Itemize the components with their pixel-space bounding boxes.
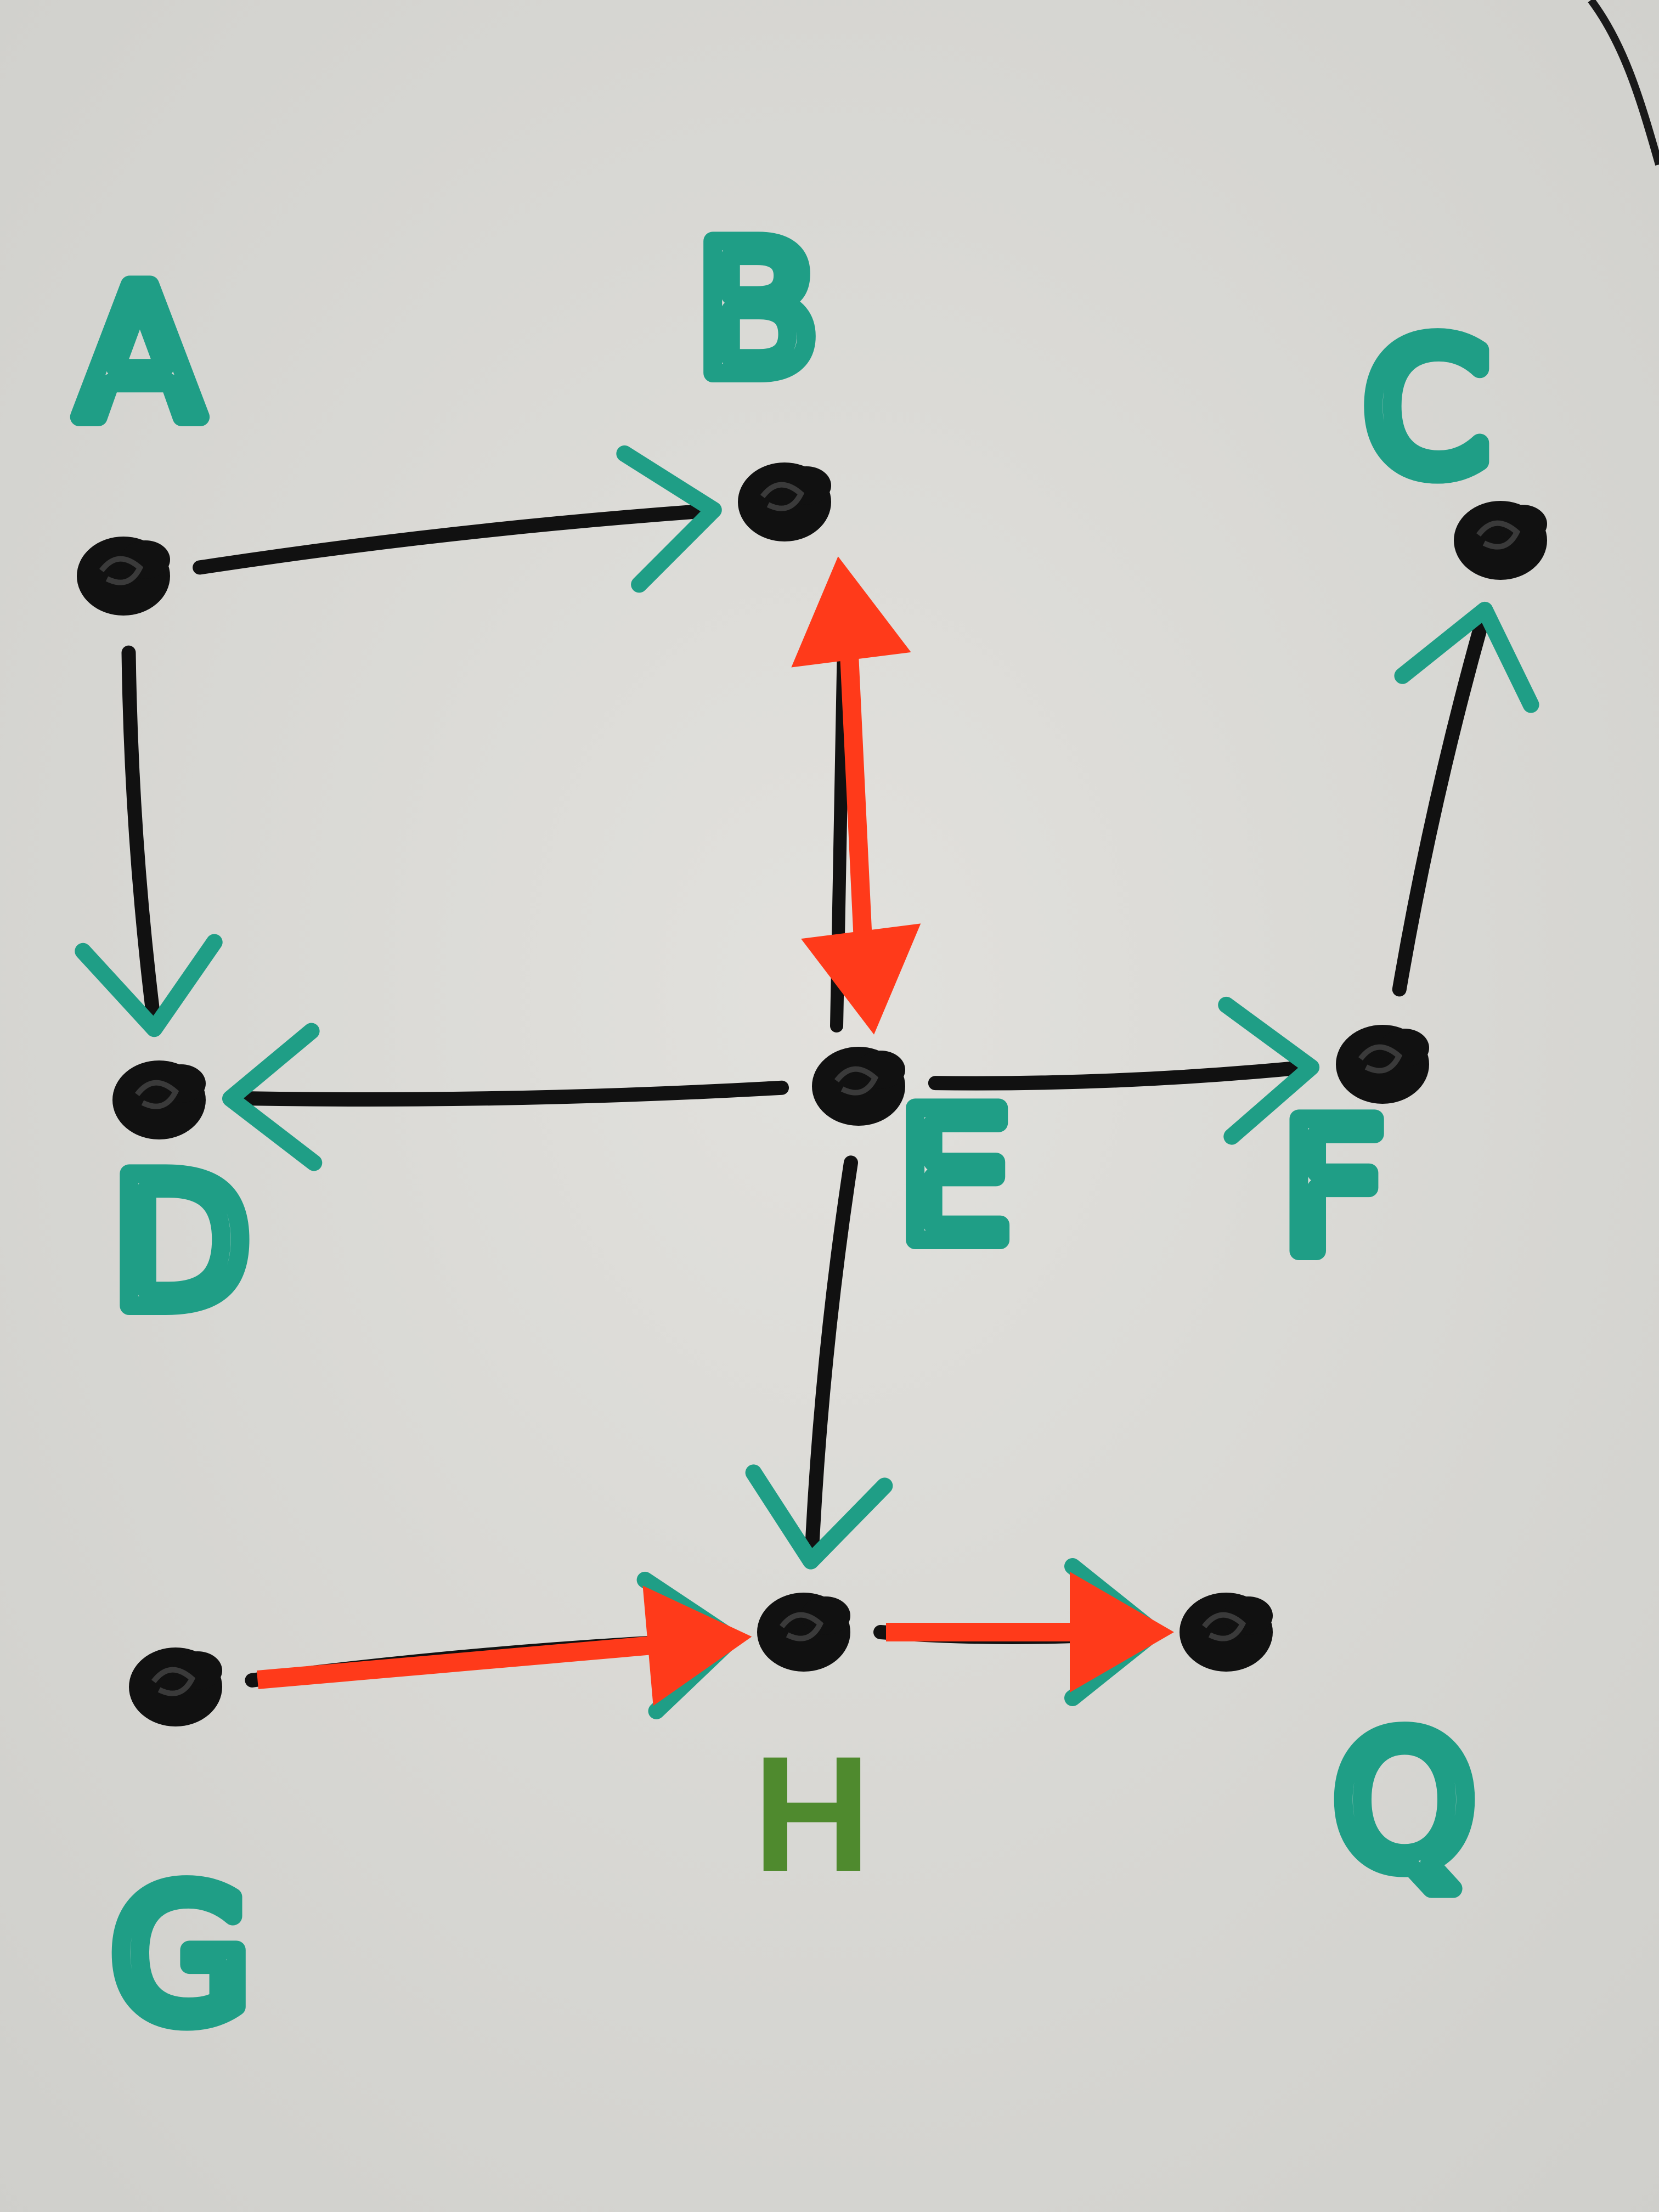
node-label-H: H xyxy=(753,1722,872,1906)
highlight-head-B xyxy=(791,556,911,668)
node-label-G: G xyxy=(111,1851,251,2062)
arrowhead-F-C xyxy=(1394,601,1539,713)
node-A xyxy=(77,537,170,616)
node-B xyxy=(738,462,831,541)
node-label-F: F xyxy=(1281,1083,1385,1294)
edge-E-F xyxy=(928,1060,1308,1091)
arrowhead-E-D xyxy=(222,1023,323,1171)
node-E xyxy=(812,1047,905,1126)
highlight-line-B-E xyxy=(839,639,873,952)
highlight-head-E xyxy=(801,923,921,1035)
edge-A-B xyxy=(193,504,710,575)
node-label-Q: Q xyxy=(1333,1697,1476,1908)
board-edge-stroke xyxy=(1588,0,1659,166)
highlight-layer xyxy=(256,556,1174,1706)
node-Q xyxy=(1180,1593,1273,1672)
node-label-E: E xyxy=(898,1072,1012,1283)
labels-layer: A B C D E F G H Q xyxy=(69,196,1499,2071)
node-label-A: A xyxy=(78,249,202,460)
arrowhead-A-B xyxy=(616,445,722,593)
highlight-head-Q xyxy=(1070,1572,1174,1692)
arrowhead-E-F xyxy=(1218,996,1320,1145)
arrowhead-A-D xyxy=(75,934,223,1037)
edge-E-H xyxy=(805,1155,858,1558)
edge-F-C xyxy=(1392,613,1490,997)
node-F xyxy=(1336,1025,1429,1104)
node-G xyxy=(129,1647,222,1726)
highlight-head-H xyxy=(642,1585,752,1706)
nodes-layer xyxy=(77,462,1547,1726)
arrowhead-E-H xyxy=(745,1464,893,1570)
highlight-line-G-H xyxy=(256,1634,670,1689)
node-label-B: B xyxy=(695,205,819,416)
node-H xyxy=(757,1593,850,1672)
node-label-C: C xyxy=(1363,304,1489,515)
edge-E-D xyxy=(234,1080,789,1107)
node-label-D: D xyxy=(111,1138,251,1348)
node-C xyxy=(1454,501,1547,580)
edge-A-D xyxy=(121,645,161,1025)
node-D xyxy=(112,1060,206,1139)
